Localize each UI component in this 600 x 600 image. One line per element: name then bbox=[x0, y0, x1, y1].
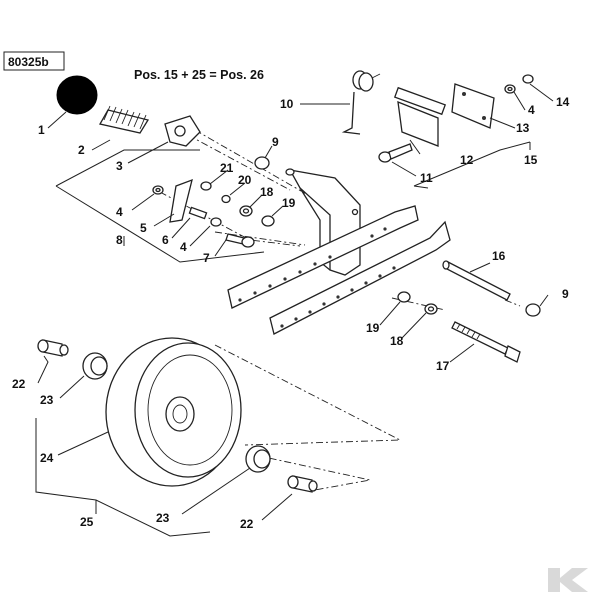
axle-rod-part bbox=[442, 260, 511, 301]
diagram-code: 80325b bbox=[8, 55, 49, 69]
label-22a: 22 bbox=[12, 377, 26, 391]
bolt-7-part bbox=[225, 233, 255, 248]
label-23a: 23 bbox=[40, 393, 54, 407]
label-4b: 4 bbox=[180, 240, 187, 254]
label-6: 6 bbox=[162, 233, 169, 247]
o-ring-upper-part bbox=[254, 156, 270, 170]
bushing-right-part bbox=[287, 475, 318, 493]
label-22b: 22 bbox=[240, 517, 254, 531]
label-5: 5 bbox=[140, 221, 147, 235]
bolt-11-part bbox=[378, 143, 413, 163]
label-2: 2 bbox=[78, 143, 85, 157]
label-14: 14 bbox=[556, 95, 570, 109]
label-7: 7 bbox=[203, 251, 210, 265]
bushing-left-part bbox=[37, 339, 69, 357]
bushing-part bbox=[164, 115, 201, 147]
bearing-left-part bbox=[82, 352, 108, 380]
fork-frame-part bbox=[227, 168, 451, 335]
wheel-part bbox=[105, 337, 242, 487]
bearing-right-part bbox=[245, 445, 271, 473]
spring-part bbox=[98, 105, 150, 134]
label-19b: 19 bbox=[366, 321, 380, 335]
assembly-note: Pos. 15 + 25 = Pos. 26 bbox=[134, 68, 264, 82]
nut-washer-top-right bbox=[504, 74, 534, 94]
label-4c: 4 bbox=[528, 103, 535, 117]
k-logo-icon bbox=[548, 568, 588, 592]
torsion-spring-part bbox=[341, 70, 381, 135]
label-16: 16 bbox=[492, 249, 506, 263]
label-13: 13 bbox=[516, 121, 530, 135]
label-20: 20 bbox=[238, 173, 252, 187]
group-bracket-25 bbox=[35, 418, 211, 537]
label-3: 3 bbox=[116, 159, 123, 173]
label-10: 10 bbox=[280, 97, 294, 111]
hinge-plate-part bbox=[393, 86, 447, 147]
label-24: 24 bbox=[40, 451, 54, 465]
label-23b: 23 bbox=[156, 511, 170, 525]
group-bracket-8 bbox=[55, 149, 265, 263]
label-18a: 18 bbox=[260, 185, 274, 199]
label-12: 12 bbox=[460, 153, 474, 167]
diagram-code-box: 80325b bbox=[3, 51, 65, 71]
o-ring-right-part bbox=[525, 303, 541, 317]
label-9b: 9 bbox=[562, 287, 569, 301]
group-bracket-15 bbox=[413, 141, 531, 189]
label-17: 17 bbox=[436, 359, 450, 373]
position-labels: 1 2 3 4 5 6 4 7 8 9 10 11 12 13 4 14 15 … bbox=[12, 95, 570, 531]
label-21: 21 bbox=[220, 161, 234, 175]
label-25: 25 bbox=[80, 515, 94, 529]
black-knob-part bbox=[56, 75, 98, 115]
label-19a: 19 bbox=[282, 196, 296, 210]
label-9a: 9 bbox=[272, 135, 279, 149]
pin-part bbox=[188, 206, 208, 220]
lower-spacers bbox=[397, 291, 438, 315]
long-bolt-part bbox=[451, 321, 521, 363]
label-11: 11 bbox=[420, 171, 433, 185]
label-15: 15 bbox=[524, 153, 538, 167]
small-hardware-cluster bbox=[152, 181, 275, 227]
label-1: 1 bbox=[38, 123, 45, 137]
label-8: 8 bbox=[116, 233, 123, 247]
square-plate-part bbox=[451, 83, 495, 129]
leader-lines bbox=[37, 83, 554, 521]
cam-lever-part bbox=[169, 178, 193, 223]
label-18b: 18 bbox=[390, 334, 404, 348]
label-4a: 4 bbox=[116, 205, 123, 219]
